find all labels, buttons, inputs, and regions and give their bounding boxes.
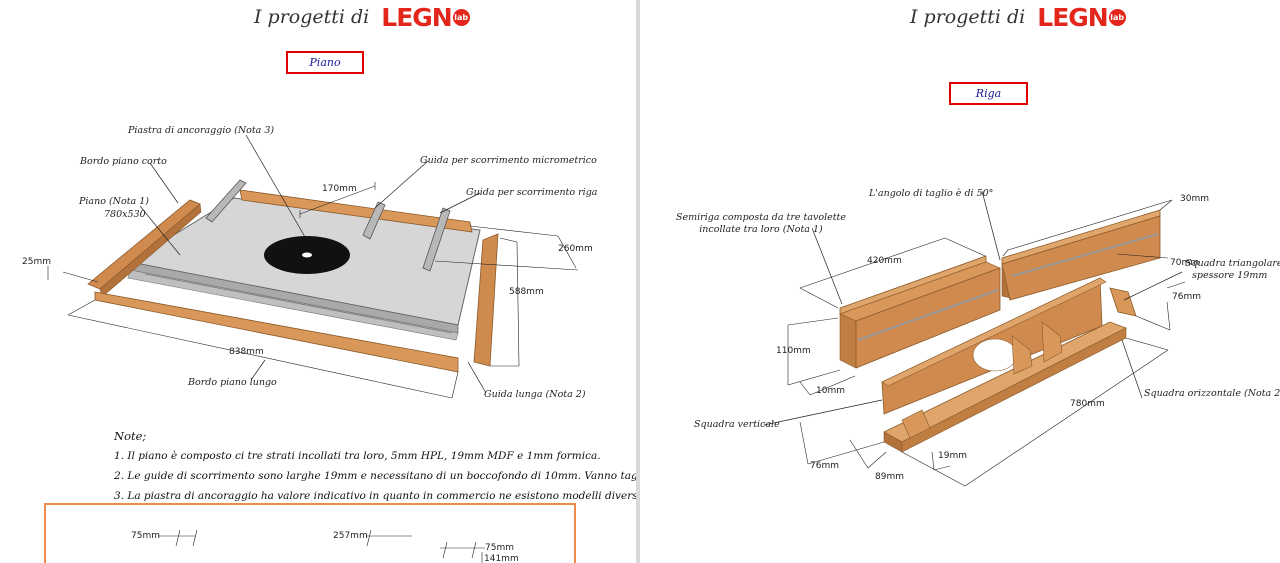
piano-drawing [47, 134, 579, 399]
label-guida-micro: Guida per scorrimento micrometrico [420, 155, 597, 166]
note-2: 2. Le guide di scorrimento sono larghe 1… [114, 470, 636, 482]
notes-title: Note; [114, 429, 147, 443]
label-guida-riga: Guida per scorrimento riga [466, 187, 598, 198]
bordo-piano-posteriore [239, 189, 473, 233]
note-1: 1. Il piano è composto ci tre strati inc… [114, 450, 601, 462]
dim-70: 70mm [1170, 258, 1199, 268]
detail-dim-75-a: 75mm [131, 531, 160, 541]
header-text: I progetti di [910, 6, 1026, 28]
header-text: I progetti di [254, 6, 370, 28]
guida-scorrimento-1 [205, 179, 247, 223]
label-piano-1: Piano (Nota 1) [79, 196, 149, 207]
dim-89: 89mm [875, 472, 904, 482]
dim-170: 170mm [322, 184, 357, 194]
label-bordo-lungo: Bordo piano lungo [188, 377, 277, 388]
logo-text: LEGN [381, 2, 452, 32]
legno-logo: LEGN lab [1037, 2, 1126, 32]
label-guida-lunga: Guida lunga (Nota 2) [484, 389, 586, 400]
supporto-2 [1011, 335, 1033, 375]
page-header: I progetti di LEGN lab [254, 2, 470, 32]
label-piastra: Piastra di ancoraggio (Nota 3) [128, 125, 275, 136]
logo-text: LEGN [1037, 2, 1108, 32]
section-title-riga: Riga [949, 82, 1028, 105]
dim-10: 10mm [816, 386, 845, 396]
note-3: 3. La piastra di ancoraggio ha valore in… [114, 490, 636, 502]
dim-76-a: 76mm [1172, 292, 1201, 302]
label-semiriga-2: incollate tra loro (Nota 1) [699, 224, 823, 235]
plate-hole [302, 252, 312, 258]
label-squadra-verticale: Squadra verticale [694, 419, 780, 430]
label-semiriga-1: Semiriga composta da tre tavolette [676, 212, 846, 223]
piano-layer [127, 269, 459, 341]
page-divider [636, 0, 640, 563]
detail-drawing-frame [44, 503, 576, 563]
dim-588: 588mm [509, 287, 544, 297]
dim-19: 19mm [938, 451, 967, 461]
detail-dim-141: 141mm [484, 554, 519, 563]
label-squadra-tri-1: Squadra triangolare [1185, 258, 1280, 269]
detail-dim-257: 257mm [333, 531, 368, 541]
logo-badge: lab [1108, 8, 1126, 26]
dim-780: 780mm [1070, 399, 1105, 409]
guida-scorrimento-riga [422, 207, 451, 272]
dim-110: 110mm [776, 346, 811, 356]
dim-25: 25mm [22, 257, 51, 267]
label-squadra-tri-2: spessore 19mm [1192, 270, 1268, 281]
section-title-piano: Piano [286, 51, 364, 74]
logo-badge: lab [452, 8, 470, 26]
label-bordo-corto: Bordo piano corto [80, 156, 167, 167]
dim-260: 260mm [558, 244, 593, 254]
detail-dimension-lines [158, 529, 485, 563]
label-angolo: L'angolo di taglio è di 50° [869, 188, 994, 199]
label-piano-2: 780x530 [104, 209, 146, 220]
squadra-triangolare [1109, 287, 1137, 317]
supporto-3 [1041, 321, 1063, 363]
detail-dim-75-b: 75mm [485, 543, 514, 553]
dim-838: 838mm [229, 347, 264, 357]
dim-420: 420mm [867, 256, 902, 266]
supporto-1 [901, 409, 931, 439]
label-squadra-orizzontale: Squadra orizzontale (Nota 2) [1144, 388, 1280, 399]
page-header: I progetti di LEGN lab [910, 2, 1126, 32]
page-left: I progetti di LEGN lab Piano [0, 0, 636, 563]
dim-76-b: 76mm [810, 461, 839, 471]
dim-30: 30mm [1180, 194, 1209, 204]
notes: Note; 1. Il piano è composto ci tre stra… [114, 426, 636, 506]
legno-logo: LEGN lab [381, 2, 470, 32]
guida-scorrimento-micrometrico [362, 201, 386, 240]
page-right: I progetti di LEGN lab Riga [640, 0, 1280, 563]
riga-drawing [763, 190, 1186, 487]
